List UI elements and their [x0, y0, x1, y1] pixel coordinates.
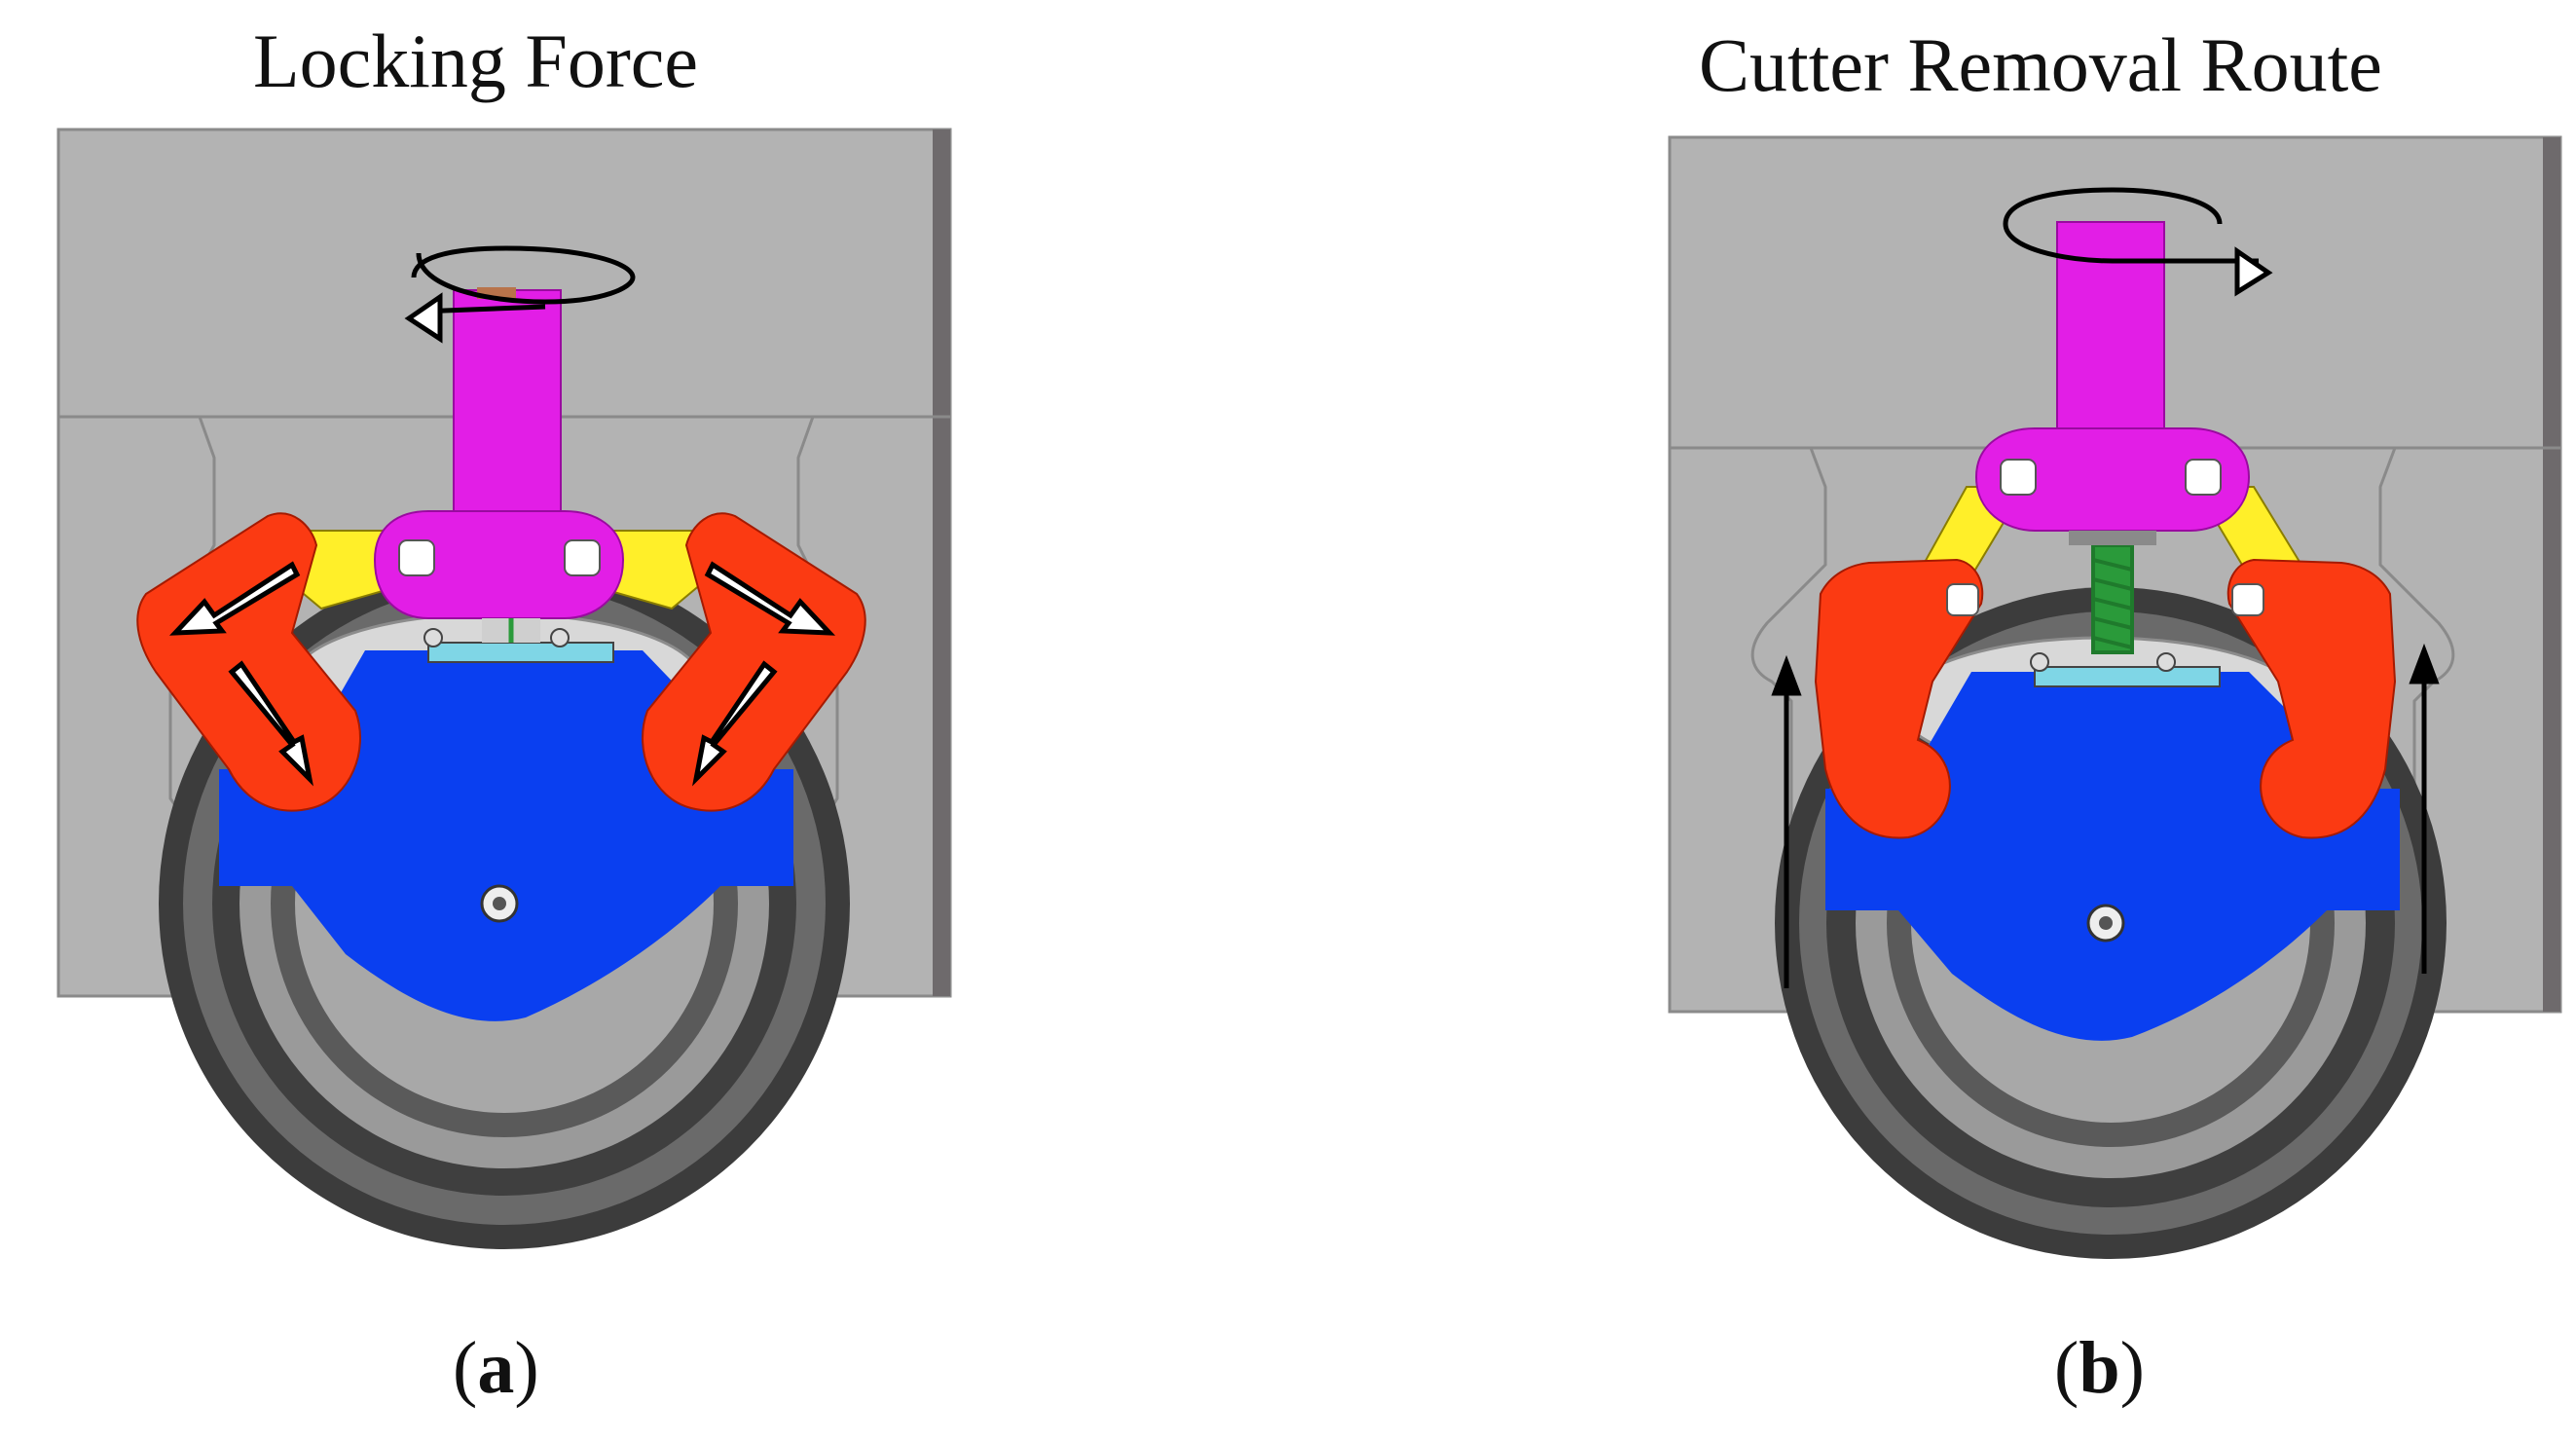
panel-b-illustration: [1668, 135, 2562, 1259]
cutter-body: [1825, 672, 2400, 1041]
force-arrows: [168, 561, 836, 787]
caption-close-paren: ): [2119, 1327, 2145, 1409]
caption-open-paren: (: [2054, 1327, 2079, 1409]
spindle: [1974, 221, 2251, 545]
spindle: [373, 287, 625, 643]
jaws: [1814, 558, 2397, 839]
panel-a-illustration: [56, 128, 952, 1249]
spring: [2091, 543, 2134, 654]
caption-letter: a: [477, 1327, 515, 1409]
panel-b-title: Cutter Removal Route: [1699, 22, 2382, 107]
jaws: [136, 512, 866, 812]
mount-plate: [427, 642, 614, 663]
caption-open-paren: (: [453, 1327, 478, 1409]
removal-route-arrows: [1771, 643, 2440, 988]
mount-plate: [2034, 666, 2221, 687]
rotation-arrow-icon: [2003, 187, 2273, 297]
panel-a-title: Locking Force: [253, 18, 699, 103]
panel-b-caption: (b): [2054, 1326, 2145, 1411]
caption-close-paren: ): [514, 1327, 539, 1409]
panel-a-caption: (a): [453, 1326, 539, 1411]
caption-letter: b: [2079, 1327, 2120, 1409]
rotation-arrow-icon: [404, 245, 636, 344]
